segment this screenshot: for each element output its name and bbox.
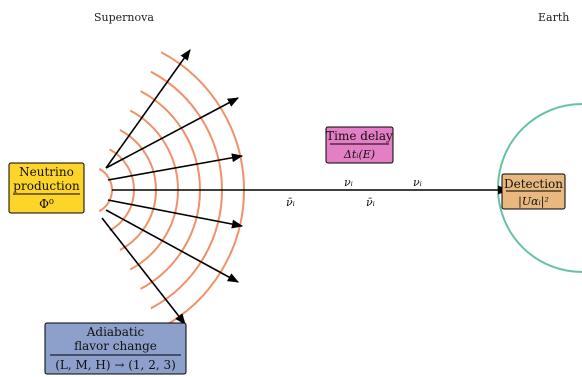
emission-ray (105, 49, 191, 169)
detection-line-1: Detection (504, 177, 563, 191)
beam-label-nubar-2: ν̄ᵢ (366, 196, 375, 209)
flavor-change-box: Adiabatic flavor change (L, M, H) → (1, … (44, 322, 187, 375)
production-box-bg (8, 162, 85, 214)
production-line-1: Neutrino (19, 165, 74, 179)
beam-label-nubar-1: ν̄ᵢ (286, 196, 295, 209)
emission-ray (101, 217, 186, 325)
flavor-change-formula: (L, M, H) → (1, 2, 3) (55, 358, 176, 372)
time-delay-line-1: Time delay (326, 129, 393, 143)
emission-ray (105, 97, 239, 169)
emission-ray (107, 153, 244, 181)
time-delay-box: Time delay Δtᵢ(E) (325, 126, 394, 164)
production-line-2: production (13, 179, 80, 193)
emission-ray (107, 199, 244, 229)
flavor-change-line-1: Adiabatic (86, 325, 145, 339)
wavefront-arc (98, 167, 113, 213)
beam-label-nu-1: νᵢ (344, 176, 353, 189)
time-delay-formula: Δtᵢ(E) (343, 148, 375, 161)
beam-label-nu-2: νᵢ (413, 176, 422, 189)
earth-label: Earth (538, 11, 569, 24)
flavor-change-line-2: flavor change (74, 339, 157, 353)
time-delay-box-bg (325, 126, 394, 164)
detection-box: Detection |Uαᵢ|² (501, 173, 566, 210)
detection-formula: |Uαᵢ|² (518, 195, 549, 209)
flavor-change-box-bg (44, 322, 187, 375)
emission-ray (105, 209, 239, 283)
emission-rays (101, 49, 244, 325)
production-formula: Φ⁰ (39, 197, 54, 211)
supernova-label: Supernova (94, 11, 154, 24)
production-box: Neutrino production Φ⁰ (8, 162, 85, 214)
